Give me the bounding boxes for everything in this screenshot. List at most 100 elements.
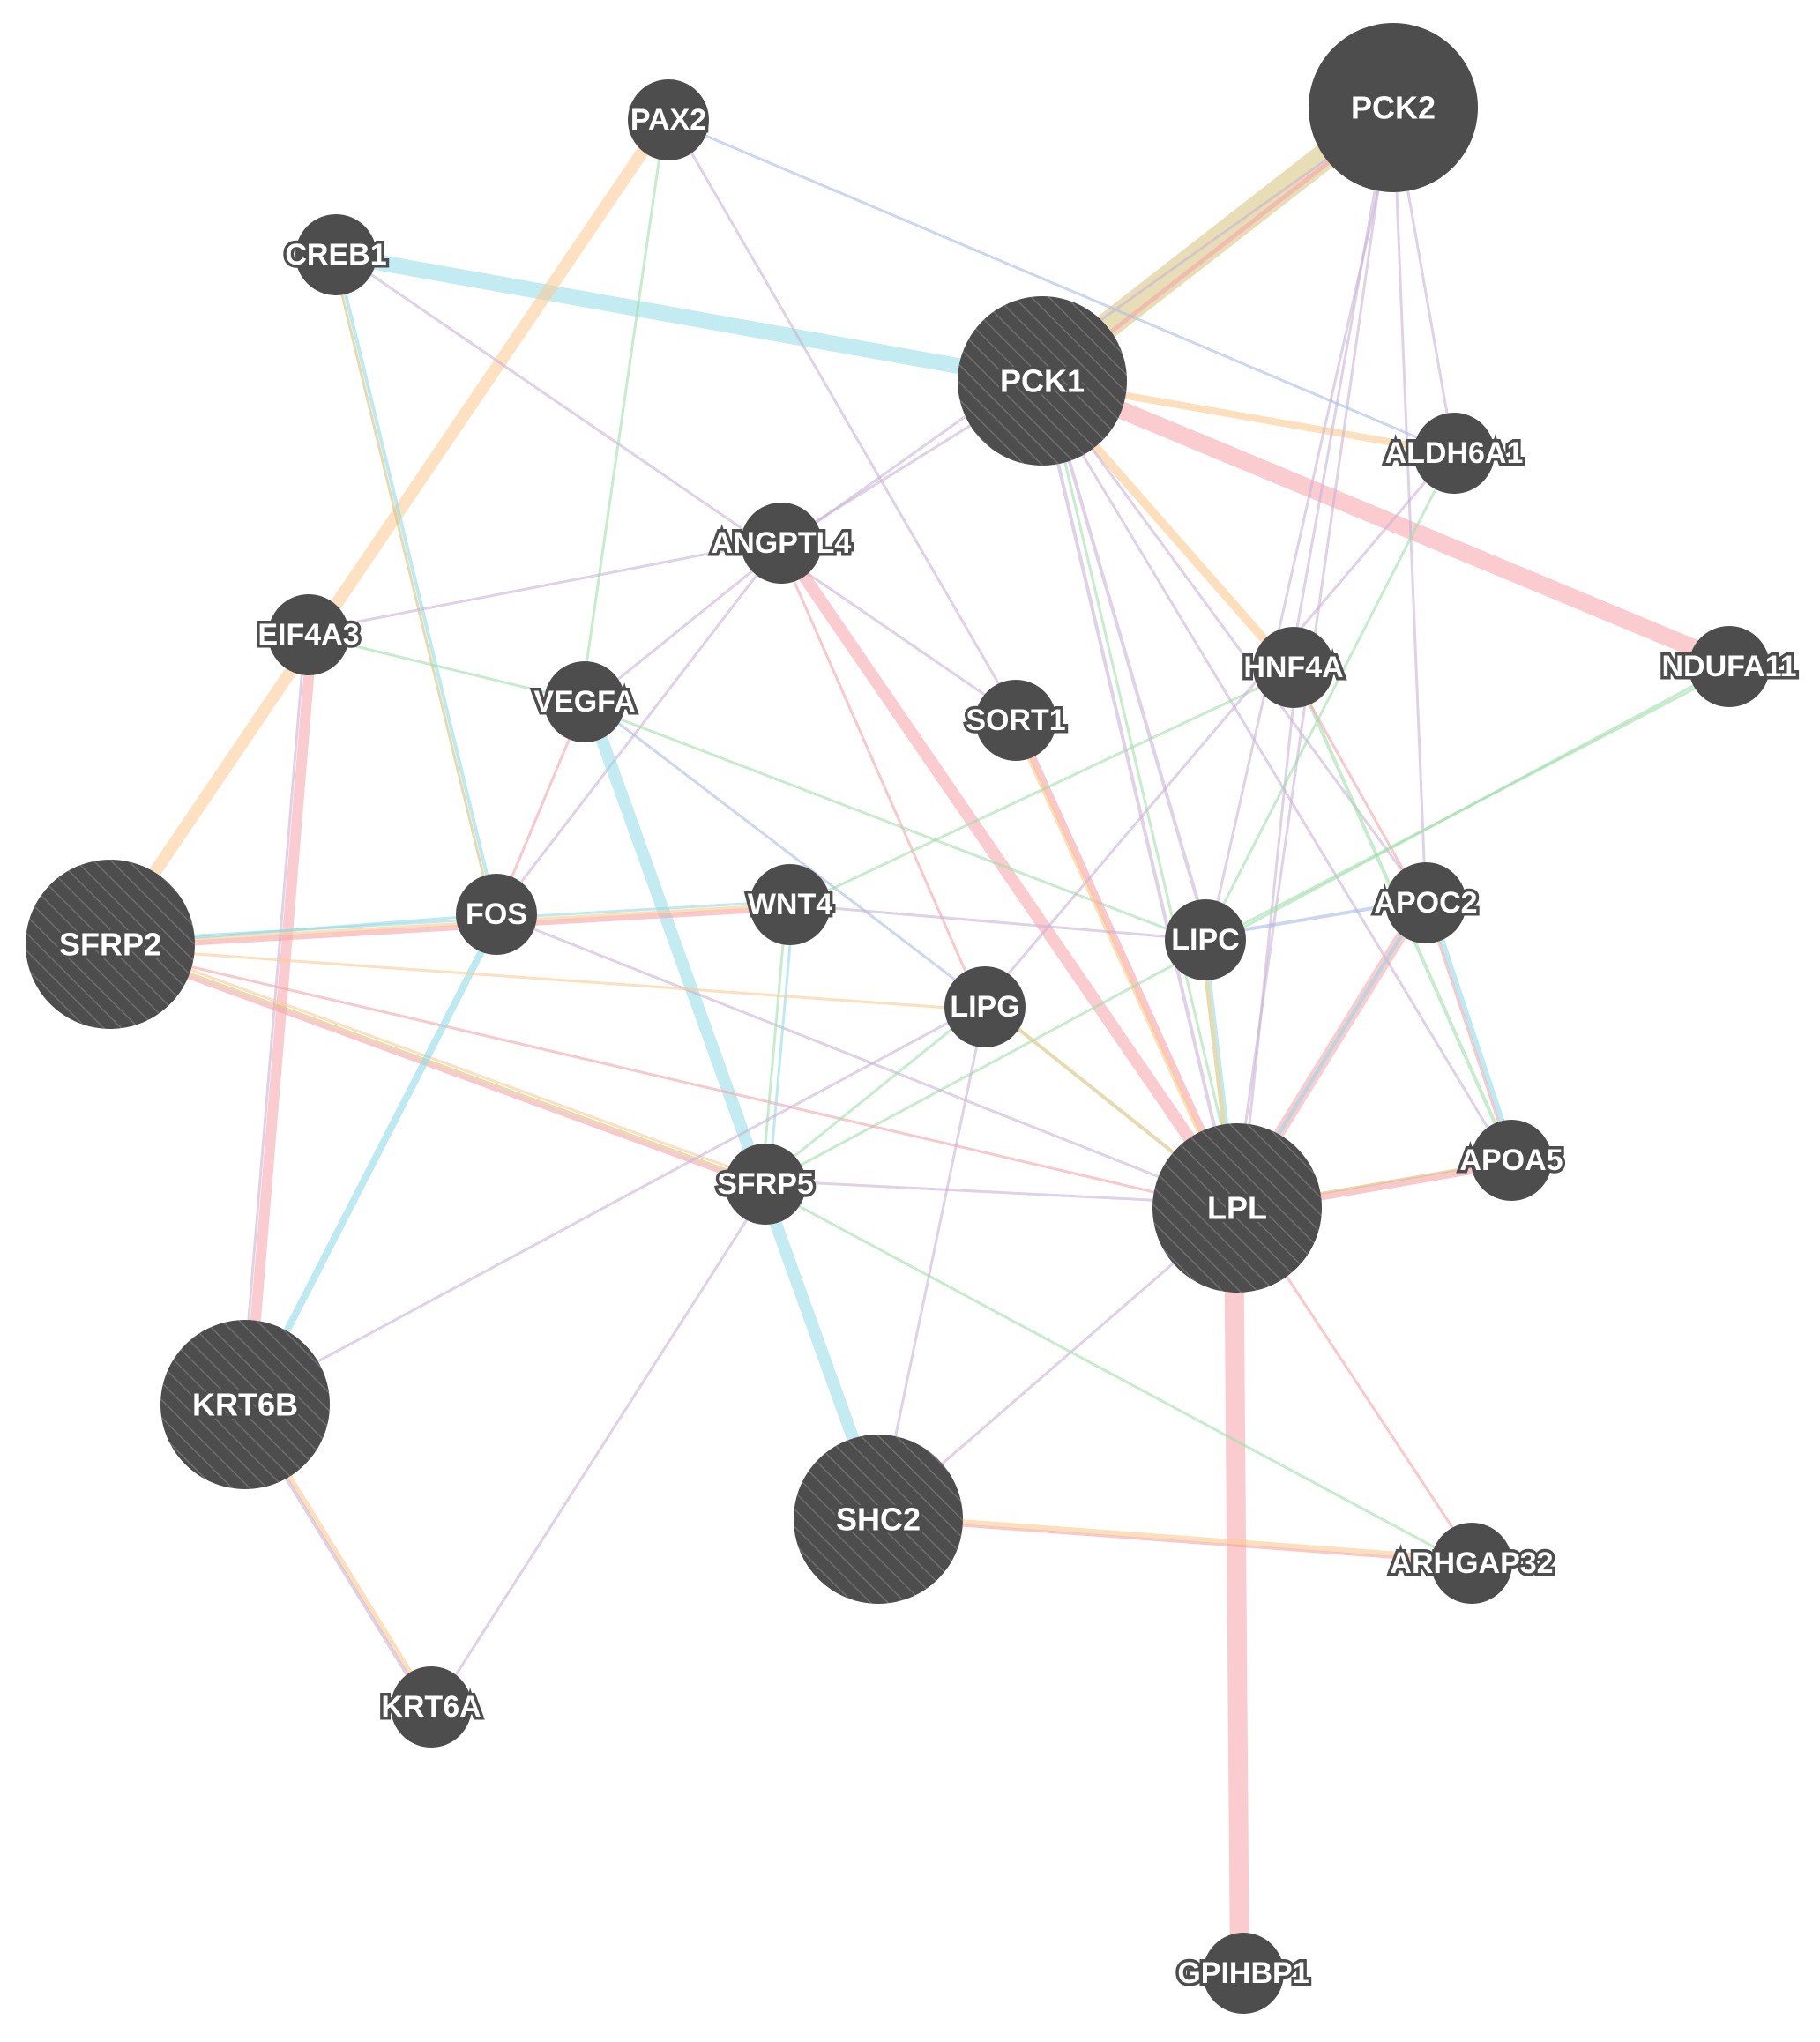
node-circle[interactable] xyxy=(725,1144,806,1225)
node-circle[interactable] xyxy=(1309,23,1478,192)
node-circle[interactable] xyxy=(1431,1523,1512,1604)
node-circle[interactable] xyxy=(975,680,1056,761)
node-lpl[interactable]: LPL xyxy=(1152,1123,1322,1293)
edge-wnt4-sfrp5[interactable] xyxy=(760,903,788,1186)
edge-lipg-shc2[interactable] xyxy=(876,1005,987,1521)
node-circle[interactable] xyxy=(750,864,831,945)
edge-creb1-sort1[interactable] xyxy=(336,250,1019,719)
edge-sfrp2-lipg[interactable] xyxy=(108,946,987,1012)
node-ndufa11[interactable]: NDUFA11 xyxy=(1659,626,1800,707)
edge-pck1-lipc[interactable] xyxy=(1043,377,1211,941)
edge-eif4a3-krt6b[interactable] xyxy=(240,633,307,1406)
node-sfrp2[interactable]: SFRP2 xyxy=(26,860,195,1029)
edge-pck2-apoc2[interactable] xyxy=(1391,106,1428,905)
edge-sfrp5-arhgap32[interactable] xyxy=(762,1186,1472,1569)
edge-pck1-apoa5[interactable] xyxy=(1038,381,1510,1164)
node-sfrp5[interactable]: SFRP5 xyxy=(714,1144,817,1225)
node-krt6a[interactable]: KRT6A xyxy=(378,1666,484,1748)
edge-sfrp2-wnt4[interactable] xyxy=(108,905,794,950)
edge-pax2-aldh6a1[interactable] xyxy=(667,118,1456,455)
node-circle[interactable] xyxy=(295,214,377,295)
edge-hnf4a-apoc2[interactable] xyxy=(1289,667,1425,906)
edge-sfrp5-krt6a[interactable] xyxy=(432,1184,770,1710)
edge-pax2-vegfa[interactable] xyxy=(579,117,667,703)
node-arhgap32[interactable]: ARHGAP32 xyxy=(1387,1523,1556,1604)
node-circle[interactable] xyxy=(1471,1120,1552,1201)
node-apoa5[interactable]: APOA5 xyxy=(1457,1120,1566,1201)
edge-pax2-sfrp2[interactable] xyxy=(101,111,672,949)
node-apoc2[interactable]: APOC2 xyxy=(1371,862,1481,943)
edge-shc2-arhgap32[interactable] xyxy=(876,1517,1473,1565)
edge-creb1-pck1[interactable] xyxy=(328,247,1050,389)
node-circle[interactable] xyxy=(268,594,349,675)
node-circle[interactable] xyxy=(1152,1123,1322,1293)
node-sort1[interactable]: SORT1 xyxy=(963,680,1069,761)
edge-sfrp2-wnt4[interactable] xyxy=(108,903,792,946)
edge-aldh6a1-lipg[interactable] xyxy=(981,449,1453,1006)
node-circle[interactable] xyxy=(958,296,1127,466)
edge-lipg-sfrp5[interactable] xyxy=(761,1002,984,1183)
node-hnf4a[interactable]: HNF4A xyxy=(1241,627,1346,708)
node-circle[interactable] xyxy=(944,966,1026,1047)
node-circle[interactable] xyxy=(391,1666,472,1748)
node-circle[interactable] xyxy=(544,661,625,742)
node-circle[interactable] xyxy=(1165,899,1246,980)
edge-creb1-fos[interactable] xyxy=(331,254,495,917)
edge-wnt4-sfrp5[interactable] xyxy=(767,903,795,1186)
node-circle[interactable] xyxy=(1385,862,1466,943)
edge-fos-krt6b[interactable] xyxy=(244,912,503,1410)
node-circle[interactable] xyxy=(628,79,709,160)
edge-pck1-apoc2[interactable] xyxy=(1041,379,1428,905)
edge-apoc2-apoa5[interactable] xyxy=(1426,898,1518,1162)
node-circle[interactable] xyxy=(160,1320,330,1489)
edge-wnt4-lipc[interactable] xyxy=(788,903,1207,942)
node-angptl4[interactable]: ANGPTL4 xyxy=(708,503,854,584)
edge-angptl4-vegfa[interactable] xyxy=(586,544,786,706)
edge-sfrp2-sfrp5[interactable] xyxy=(108,943,767,1186)
edge-hnf4a-lpl[interactable] xyxy=(1239,666,1299,1210)
node-circle[interactable] xyxy=(1689,626,1770,707)
edge-eif4a3-krt6b[interactable] xyxy=(242,630,317,1411)
edge-apoc2-apoa5[interactable] xyxy=(1424,901,1513,1162)
node-lipc[interactable]: LIPC xyxy=(1165,899,1246,980)
node-pck2[interactable]: PCK2 xyxy=(1309,23,1478,192)
edge-sort1-lpl[interactable] xyxy=(1012,717,1241,1211)
node-vegfa[interactable]: VEGFA xyxy=(531,661,638,742)
edge-vegfa-lipg[interactable] xyxy=(585,697,988,1006)
node-circle[interactable] xyxy=(794,1435,963,1604)
edge-vegfa-shc2[interactable] xyxy=(581,694,888,1524)
node-fos[interactable]: FOS xyxy=(456,874,537,955)
edge-ndufa11-sfrp5[interactable] xyxy=(764,665,1731,1186)
node-circle[interactable] xyxy=(741,503,822,584)
node-circle[interactable] xyxy=(1203,1933,1284,2014)
edge-sfrp2-sfrp5[interactable] xyxy=(109,939,768,1182)
node-creb1[interactable]: CREB1 xyxy=(282,214,390,295)
edge-sfrp2-lpl[interactable] xyxy=(108,946,1238,1213)
edge-fos-lpl[interactable] xyxy=(495,913,1239,1210)
node-circle[interactable] xyxy=(26,860,195,1029)
edge-angptl4-lipg[interactable] xyxy=(776,543,983,1010)
edge-pck1-ndufa11[interactable] xyxy=(1034,369,1740,673)
node-circle[interactable] xyxy=(1253,627,1334,708)
edge-pck1-lpl[interactable] xyxy=(1044,378,1242,1209)
edge-angptl4-eif4a3[interactable] xyxy=(306,538,782,633)
node-gpihbp1[interactable]: GPIHBP1 xyxy=(1175,1933,1312,2014)
edge-sfrp2-sfrp5[interactable] xyxy=(107,945,767,1190)
edge-krt6b-lipg[interactable] xyxy=(242,1002,985,1403)
edge-lpl-gpihbp1[interactable] xyxy=(1224,1198,1250,1984)
node-circle[interactable] xyxy=(1413,413,1495,494)
node-pck1[interactable]: PCK1 xyxy=(958,296,1127,466)
node-lipg[interactable]: LIPG xyxy=(944,966,1026,1047)
edge-angptl4-lpl[interactable] xyxy=(775,537,1243,1214)
node-shc2[interactable]: SHC2 xyxy=(794,1435,963,1604)
edge-angptl4-fos[interactable] xyxy=(495,541,783,916)
edge-hnf4a-wnt4[interactable] xyxy=(790,669,1297,910)
edge-aldh6a1-lipc[interactable] xyxy=(1204,451,1456,942)
node-aldh6a1[interactable]: ALDH6A1 xyxy=(1382,413,1526,494)
edge-eif4a3-vegfa[interactable] xyxy=(307,633,586,704)
edge-pck1-lpl[interactable] xyxy=(1037,379,1236,1211)
node-pax2[interactable]: PAX2 xyxy=(627,79,710,160)
edge-shc2-arhgap32[interactable] xyxy=(876,1513,1475,1563)
edge-pck2-hnf4a[interactable] xyxy=(1288,105,1391,668)
node-eif4a3[interactable]: EIF4A3 xyxy=(255,594,362,675)
